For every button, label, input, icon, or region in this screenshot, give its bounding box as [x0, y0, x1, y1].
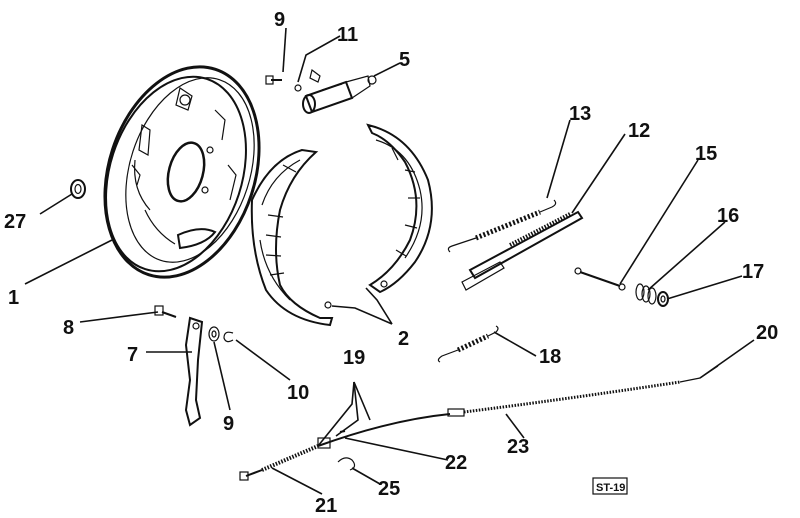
callout-19: 19: [343, 347, 365, 369]
leader-lines: [24, 27, 755, 495]
callout-13: 13: [569, 103, 591, 125]
backing-plate: [103, 65, 261, 279]
wheel-cylinder: [302, 68, 377, 114]
lever-8: [184, 316, 204, 427]
cable-assembly: [239, 365, 719, 481]
brake-shoe-right: [366, 123, 433, 294]
spring-13: [447, 199, 557, 253]
hold-down-pin-15: [574, 267, 626, 291]
bolt-6: [265, 75, 282, 85]
callout-18: 18: [539, 346, 561, 368]
callout-20: 20: [756, 322, 778, 344]
callout-6: 9: [274, 9, 285, 31]
callout-17: 17: [742, 261, 764, 283]
callout-25: 25: [378, 478, 400, 500]
callout-21: 21: [315, 495, 337, 517]
callout-10: 9: [223, 413, 234, 435]
callout-8: 7: [127, 344, 138, 366]
spring-18: [437, 325, 499, 363]
callout-7: 11: [337, 24, 358, 46]
callout-11: 10: [287, 382, 309, 404]
callout-9: 8: [63, 317, 74, 339]
hold-down-spring-16: [635, 283, 657, 305]
cup-17: [657, 291, 669, 307]
seal-27: [70, 179, 86, 199]
callout-22: 22: [445, 452, 467, 474]
callout-15: 15: [695, 143, 717, 165]
callout-5: 5: [399, 49, 410, 71]
callout-2: 2: [398, 328, 409, 350]
callout-1: 1: [8, 287, 19, 309]
callout-16: 16: [717, 205, 739, 227]
washer-7: [294, 84, 302, 92]
strut-12: [461, 210, 584, 291]
figure-reference: ST-19: [592, 477, 628, 495]
clip-11: [223, 331, 234, 343]
figure-reference-text: ST-19: [596, 482, 625, 494]
brake-shoe-left: [250, 148, 334, 327]
callout-23: 23: [507, 436, 529, 458]
callout-12: 12: [628, 120, 650, 142]
callout-27: 27: [4, 211, 26, 233]
bolt-9: [154, 305, 177, 318]
washer-10: [208, 326, 220, 342]
